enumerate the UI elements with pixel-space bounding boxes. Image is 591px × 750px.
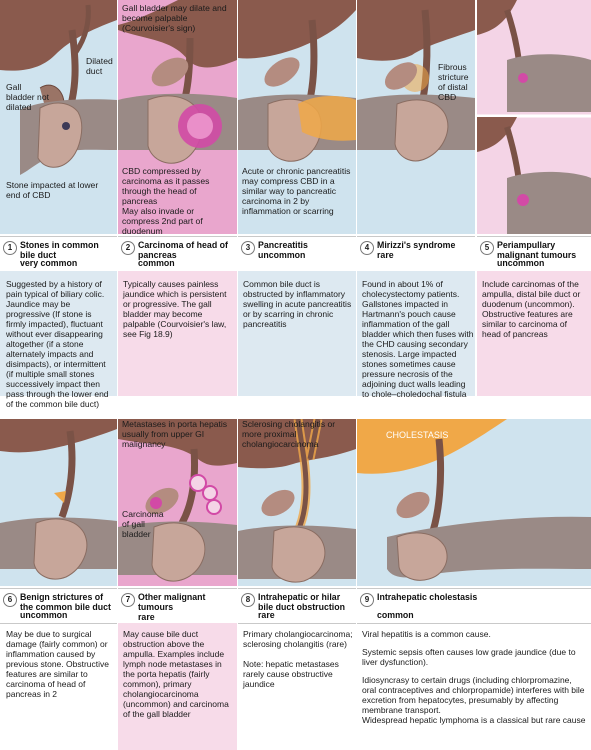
panel-3-label: Acute or chronic pancreatitis may compre…: [242, 166, 351, 216]
panel-2-frequency: common: [138, 258, 175, 268]
panel-2-desc-box: [118, 271, 237, 396]
panel-4-desc-box: [357, 271, 475, 396]
panel-1-number: 1: [3, 241, 17, 255]
panel-3-description: Common bile duct is obstructed by inflam…: [243, 279, 352, 329]
panel-2-header: 2 Carcinoma of head of pancreas common: [118, 236, 237, 272]
panel-9-desc-para-3: Idiosyncrasy to certain drugs (including…: [362, 675, 585, 715]
panel-1-header: 1 Stones in common bile duct very common: [0, 236, 117, 272]
panel-7-number: 7: [121, 593, 135, 607]
panel-7-title: Other malignant tumours: [138, 592, 206, 612]
panel-5-desc-box: [477, 271, 591, 396]
panel-2-label-gall-bladder: Gall bladder may dilate and become palpa…: [122, 3, 227, 33]
panel-5-illustration: [477, 0, 591, 234]
panel-2-label-duodenum: May also invade or compress 2nd part of …: [122, 206, 203, 236]
panel-4-header: 4 Mirizzi's syndrome rare: [357, 236, 475, 272]
panel-8-frequency: rare: [258, 610, 275, 620]
panel-4-label: Fibrous stricture of distal CBD: [438, 62, 469, 102]
panel-7-desc-box: [118, 623, 237, 750]
panel-4-frequency: rare: [377, 250, 394, 260]
panel-9-desc-para-4: Widespread hepatic lymphoma is a classic…: [362, 715, 586, 725]
panel-1-label-dilated-duct: Dilated duct: [86, 56, 113, 76]
panel-1-desc-box: [0, 271, 117, 396]
panel-9-desc-para-1: Viral hepatitis is a common cause.: [362, 629, 491, 639]
panel-8-label: Sclerosing cholangitis or more proximal …: [242, 419, 336, 449]
panel-9-label: CHOLESTASIS: [386, 430, 449, 440]
panel-3-number: 3: [241, 241, 255, 255]
panel-5-title: Periampullary malignant tumours: [497, 240, 577, 260]
panel-8-description: Primary cholangiocarcinoma; sclerosing c…: [243, 629, 353, 689]
panel-7-frequency: rare: [138, 612, 155, 622]
panel-9-header: 9 Intrahepatic cholestasis common: [357, 588, 591, 624]
panel-1-label-gall-bladder: Gall bladder not dilated: [6, 82, 50, 112]
panel-9-description: Viral hepatitis is a common cause. Syste…: [362, 629, 588, 725]
panel-3-illustration: [238, 0, 356, 234]
panel-6-illustration: [0, 419, 117, 586]
panel-9-frequency: common: [377, 610, 414, 620]
panel-4-description: Found in about 1% of cholecystectomy pat…: [362, 279, 474, 399]
panel-4-title: Mirizzi's syndrome: [377, 240, 456, 250]
panel-7-label-metastases: Metastases in porta hepatis usually from…: [122, 419, 228, 449]
panel-7-description: May cause bile duct obstruction above th…: [123, 629, 229, 719]
panel-2-number: 2: [121, 241, 135, 255]
panel-7-header: 7 Other malignant tumours rare: [118, 588, 237, 624]
panel-5-header: 5 Periampullary malignant tumours uncomm…: [477, 236, 591, 272]
panel-6-frequency: uncommon: [20, 610, 68, 620]
panel-4-number: 4: [360, 241, 374, 255]
panel-2-title: Carcinoma of head of pancreas: [138, 240, 228, 260]
panel-8-header: 8 Intrahepatic or hilar bile duct obstru…: [238, 588, 356, 624]
panel-4-illustration: [357, 0, 475, 234]
panel-6-number: 6: [3, 593, 17, 607]
panel-8-illustration: [238, 419, 356, 586]
panel-3-desc-box: [238, 271, 356, 396]
panel-7-label-gall-bladder: Carcinoma of gall bladder: [122, 509, 164, 539]
panel-3-frequency: uncommon: [258, 250, 306, 260]
panel-5-description: Include carcinomas of the ampulla, dista…: [482, 279, 581, 339]
panel-3-header: 3 Pancreatitis uncommon: [238, 236, 356, 272]
panel-5-number: 5: [480, 241, 494, 255]
panel-1-label-stone: Stone impacted at lower end of CBD: [6, 180, 99, 200]
panel-2-illustration: [118, 0, 237, 234]
panel-3-title: Pancreatitis: [258, 240, 308, 250]
panel-9-title: Intrahepatic cholestasis: [377, 592, 478, 602]
panel-6-title: Benign strictures of the common bile duc…: [20, 592, 111, 612]
panel-1-title: Stones in common bile duct: [20, 240, 99, 260]
panel-7-illustration: [118, 419, 237, 586]
panel-9-number: 9: [360, 593, 374, 607]
panel-1-frequency: very common: [20, 258, 78, 268]
panel-9-desc-para-2: Systemic sepsis often causes low grade j…: [362, 647, 576, 667]
panel-1-illustration: [0, 0, 117, 234]
panel-2-label-cbd: CBD compressed by carcinoma as it passes…: [122, 166, 210, 206]
panel-6-header: 6 Benign strictures of the common bile d…: [0, 588, 117, 624]
panel-5-frequency: uncommon: [497, 258, 545, 268]
panel-8-number: 8: [241, 593, 255, 607]
panel-6-description: May be due to surgical damage (fairly co…: [6, 629, 109, 699]
panel-2-description: Typically causes painless jaundice which…: [123, 279, 227, 339]
panel-8-title: Intrahepatic or hilar bile duct obstruct…: [258, 592, 345, 612]
panel-9-illustration: [357, 419, 591, 586]
panel-1-description: Suggested by a history of pain typical o…: [6, 279, 109, 409]
